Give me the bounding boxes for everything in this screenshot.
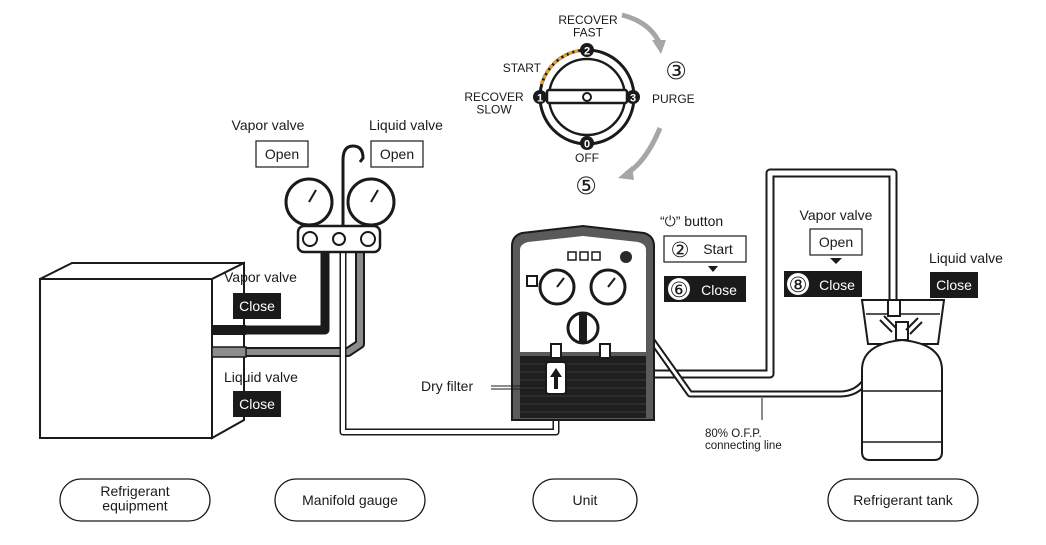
unit-switch[interactable]: [526, 275, 538, 287]
unit-mode-knob-grip: [579, 314, 587, 342]
component-label-manifold: Manifold gauge: [302, 492, 398, 508]
manifold-low-gauge-needle: [308, 189, 317, 203]
equipment-top-face: [39, 262, 245, 280]
ofp-line: [634, 317, 878, 396]
manifold-knob-right[interactable]: [360, 231, 376, 247]
tank-liquid-valve-badge: [930, 272, 978, 298]
dial-step-off: ⑤: [575, 173, 597, 200]
equipment-liquid-valve-state: Close: [239, 396, 275, 412]
tank-liquid-valve-label: Liquid valve: [929, 250, 1003, 266]
unit-vent-lines: [520, 363, 646, 413]
unit-indicator-3: [591, 251, 601, 261]
dial-marker-0-text: 0: [584, 139, 590, 151]
tank-close-step-label: Close: [819, 277, 855, 293]
power-button-caption: “⏻” button: [660, 213, 723, 229]
dial-marker-3-text: 3: [630, 93, 636, 105]
dial-label-start: START: [503, 61, 542, 75]
tank-liquid-valve-state: Close: [936, 277, 972, 293]
liquid-hose: [212, 252, 363, 355]
unit-indicator-1: [567, 251, 577, 261]
unit-low-gauge-needle: [556, 277, 565, 288]
start-step-box[interactable]: [663, 235, 747, 263]
manifold-gauge: Vapor valve Open Liquid valve Open: [232, 117, 443, 254]
component-label-unit: Unit: [573, 492, 598, 508]
manifold-liquid-valve-state: Open: [380, 146, 414, 162]
equipment-liquid-valve-label: Liquid valve: [224, 369, 298, 385]
ofp-line-outline: [633, 315, 880, 398]
unit-indicator-2: [579, 251, 589, 261]
unit-high-gauge-needle: [607, 277, 616, 288]
component-label-tank: Refrigerant tank: [853, 492, 954, 508]
dial-marker-0: [580, 136, 594, 150]
component-pill-equipment: [59, 478, 211, 522]
manifold-liquid-valve-label: Liquid valve: [369, 117, 443, 133]
dial-step-purge: ③: [665, 58, 687, 85]
manifold-liquid-valve-badge: [370, 140, 424, 168]
tank-vapor-valve-label: Vapor valve: [800, 207, 873, 223]
tank-body: [861, 338, 943, 461]
tank-close-step-number-bg: [787, 273, 809, 295]
dial-arrow-to-purge: [621, 12, 663, 46]
dial-marker-2-text: 2: [584, 46, 590, 58]
close-step-number-bg: [668, 278, 690, 300]
dial-marker-3: [626, 90, 640, 104]
dial-knob-center: [582, 92, 592, 102]
refrigerant-equipment: Vapor valve Close Liquid valve Close: [39, 261, 298, 440]
manifold-hook: [341, 144, 365, 228]
dial-label-off: OFF: [575, 151, 599, 165]
refrigerant-tank: Vapor valve Open ⑧ Close Liquid valve Cl…: [784, 207, 1003, 461]
unit-panel: [520, 236, 646, 352]
manifold-vapor-valve-label: Vapor valve: [232, 117, 305, 133]
unit-button-steps: “⏻” button ② Start ⑥ Close: [660, 213, 747, 302]
unit-vent-grille: [520, 356, 646, 418]
dial-arrow-to-off-head: [618, 166, 634, 180]
equipment-vapor-valve-label: Vapor valve: [224, 269, 297, 285]
manifold-high-gauge-needle: [370, 189, 379, 203]
unit-power-button[interactable]: [620, 251, 632, 263]
component-pill-manifold: [274, 478, 426, 522]
manifold-center-port: [332, 232, 346, 246]
close-step-number: ⑥: [670, 279, 689, 302]
dial-start-arc: [539, 48, 581, 85]
dial-marker-1: [533, 90, 547, 104]
tank-valve-assembly: [879, 299, 923, 341]
start-step-number: ②: [671, 239, 690, 262]
manifold-vapor-valve-state: Open: [265, 146, 299, 162]
tank-vapor-arrow-icon: [830, 258, 842, 264]
tank-vapor-open-badge: [809, 228, 863, 256]
tank-vapor-open-state: Open: [819, 234, 853, 250]
equipment-liquid-valve-badge: [233, 391, 281, 417]
dial-marker-1-text: 1: [537, 93, 543, 105]
equipment-front-face: [39, 278, 213, 439]
recovery-unit: Dry filter: [421, 224, 655, 421]
close-step-label: Close: [701, 282, 737, 298]
dry-filter-arrow-icon: [550, 368, 562, 389]
component-pill-unit: [532, 478, 638, 522]
dial-label-purge: PURGE: [652, 92, 695, 106]
equipment-liquid-port: [211, 346, 247, 358]
component-pill-tank: [827, 478, 979, 522]
vapor-hose: [212, 252, 330, 335]
equipment-vapor-valve-state: Close: [239, 298, 275, 314]
dial-arrow-to-purge-head: [652, 40, 666, 54]
equipment-vapor-port: [212, 325, 246, 335]
equipment-vapor-valve-badge: [233, 293, 281, 319]
ofp-line-label: 80% O.F.P.connecting line: [705, 428, 782, 452]
manifold-vapor-valve-badge: [255, 140, 309, 168]
start-step-arrow-icon: [708, 266, 718, 272]
tank-close-step-number: ⑧: [789, 274, 808, 297]
unit-output-port: [599, 343, 611, 359]
manifold-knob-left[interactable]: [302, 231, 318, 247]
unit-input-port: [550, 343, 562, 359]
dry-filter-label: Dry filter: [421, 378, 473, 394]
dial-marker-2: [580, 43, 594, 57]
start-step-label: Start: [703, 241, 733, 257]
